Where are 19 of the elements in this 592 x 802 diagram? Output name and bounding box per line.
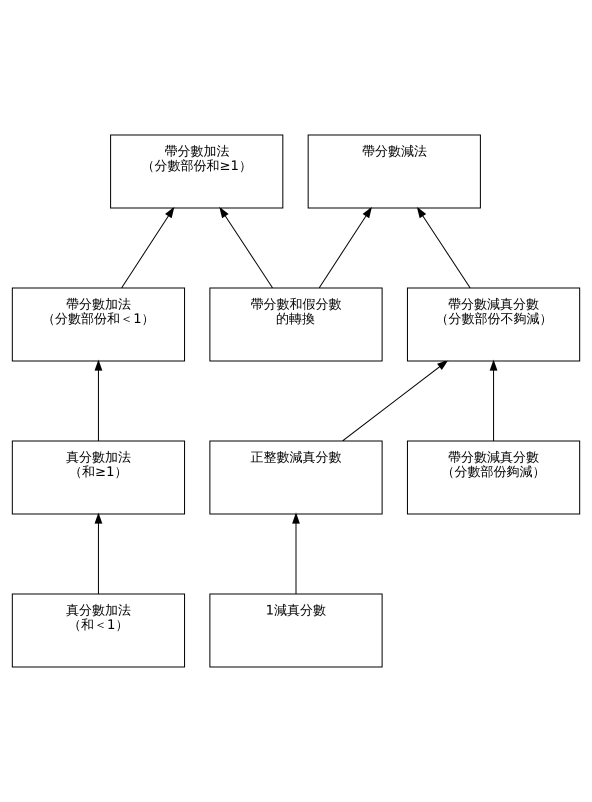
node-box: 帶分數減法	[308, 134, 481, 208]
node-box: 帶分數加法 （分數部份和＜1）	[12, 288, 186, 362]
node-box: 真分數加法 （和＜1）	[12, 594, 186, 668]
arrow	[292, 512, 300, 594]
arrow	[94, 512, 102, 594]
node-box: 1減真分數	[209, 594, 383, 668]
node-box: 帶分數和假分數的轉換	[209, 288, 383, 362]
node-box: 帶分數減真分數 （分數部份不夠減）	[406, 288, 580, 362]
node-box: 正整數減真分數	[209, 440, 383, 514]
node-box: 真分數加法 （和≥1）	[12, 440, 186, 514]
arrow	[342, 360, 448, 442]
arrow	[416, 206, 470, 288]
arrow	[490, 360, 498, 441]
arrow	[318, 206, 372, 288]
arrow	[94, 360, 102, 441]
node-box: 帶分數加法 （分數部份和≥1）	[110, 134, 284, 208]
node-box: 帶分數減真分數 （分數部份夠減）	[406, 440, 580, 514]
arrow	[121, 206, 174, 288]
arrow	[219, 206, 273, 288]
